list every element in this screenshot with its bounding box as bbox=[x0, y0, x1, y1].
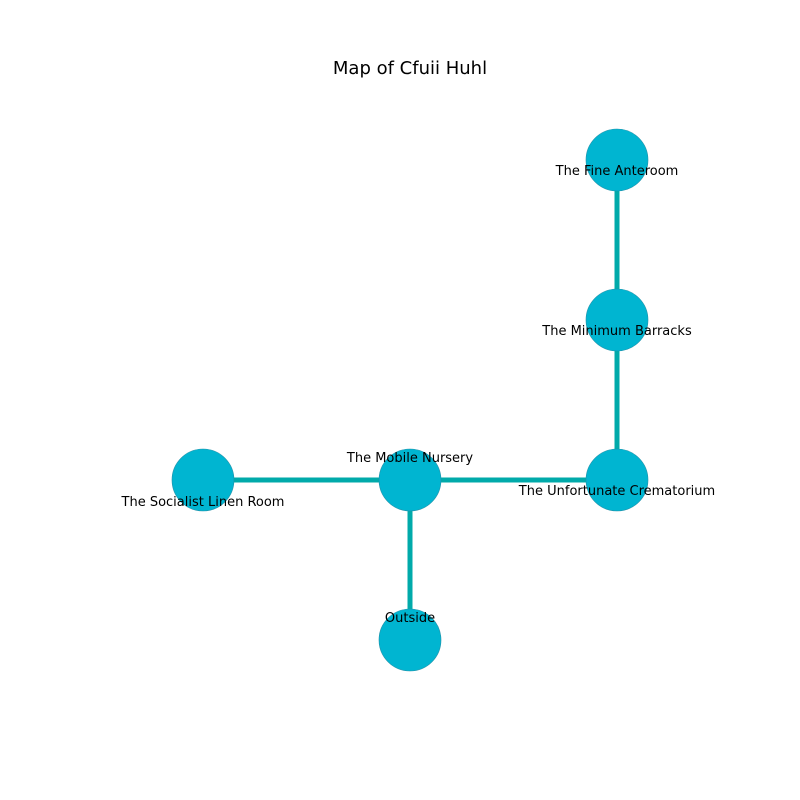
node-circle-mobile-nursery bbox=[378, 448, 442, 512]
edges-group bbox=[203, 160, 620, 640]
node-outside: Outside bbox=[378, 608, 442, 672]
node-circle-outside bbox=[378, 608, 442, 672]
node-label-socialist-linen-room: The Socialist Linen Room bbox=[121, 495, 285, 510]
node-fine-anteroom: The Fine Anteroom bbox=[555, 128, 679, 192]
node-circle-fine-anteroom bbox=[585, 128, 649, 192]
nodes-group: The Fine Anteroom The Minimum Barracks T… bbox=[121, 128, 715, 672]
diagram-title: Map of Cfuii Huhl bbox=[333, 58, 487, 79]
node-label-fine-anteroom: The Fine Anteroom bbox=[555, 164, 679, 179]
node-circle-socialist-linen-room bbox=[171, 448, 235, 512]
node-label-unfortunate-crematorium: The Unfortunate Crematorium bbox=[518, 484, 715, 499]
node-socialist-linen-room: The Socialist Linen Room bbox=[121, 448, 285, 512]
node-label-mobile-nursery: The Mobile Nursery bbox=[346, 451, 474, 466]
node-mobile-nursery: The Mobile Nursery bbox=[346, 448, 474, 512]
node-label-minimum-barracks: The Minimum Barracks bbox=[541, 324, 692, 339]
node-circle-unfortunate-crematorium bbox=[585, 448, 649, 512]
node-circle-minimum-barracks bbox=[585, 288, 649, 352]
node-minimum-barracks: The Minimum Barracks bbox=[541, 288, 692, 352]
node-label-outside: Outside bbox=[385, 611, 435, 626]
node-unfortunate-crematorium: The Unfortunate Crematorium bbox=[518, 448, 715, 512]
